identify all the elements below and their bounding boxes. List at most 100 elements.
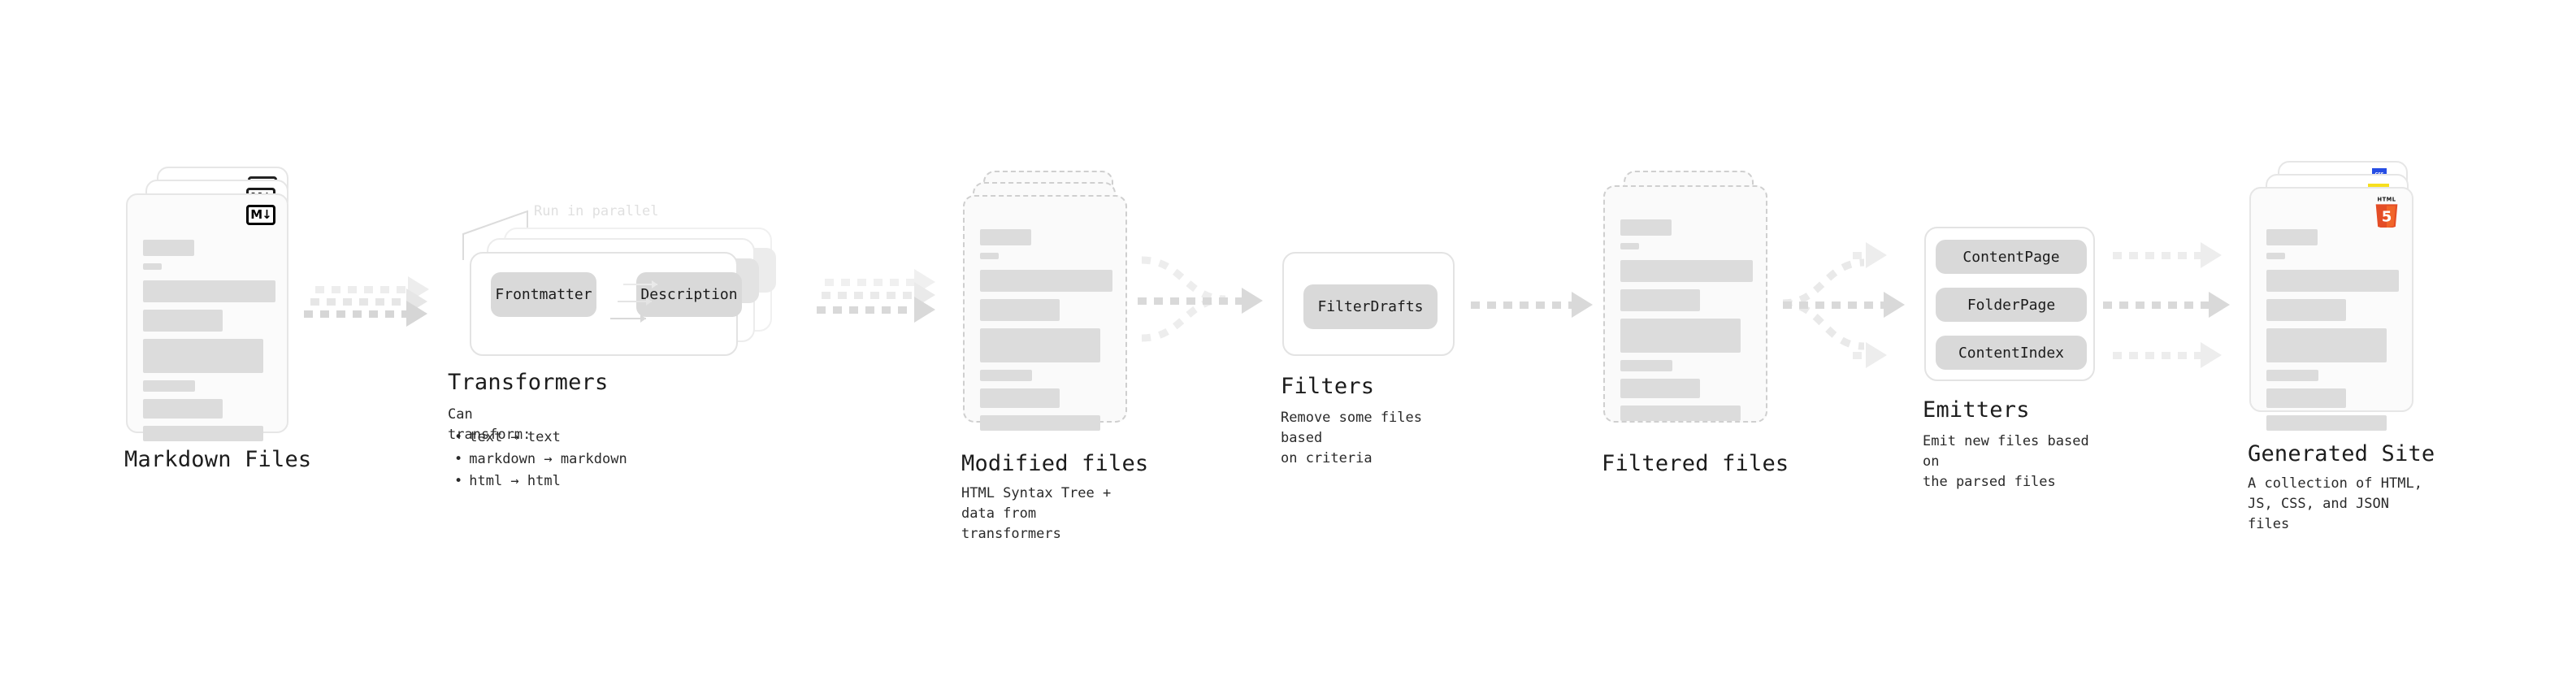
stage-subtitle-filters: Remove some files based on criteria xyxy=(1281,410,1422,466)
filter-chip-filterdrafts[interactable]: FilterDrafts xyxy=(1303,284,1438,329)
arrow-middle xyxy=(2103,292,2237,318)
stage-title-filters: Filters xyxy=(1281,374,1375,399)
skeleton-bar xyxy=(980,253,999,259)
skeleton-bar xyxy=(143,240,194,256)
arrow-shaft xyxy=(304,310,408,318)
arrow-shaft xyxy=(1783,301,1885,309)
skeleton-bar xyxy=(1620,219,1672,236)
list-item: html → html xyxy=(448,471,627,492)
transformer-chip-frontmatter[interactable]: Frontmatter xyxy=(491,272,596,317)
transformer-capability-list: text → text markdown → markdown html → h… xyxy=(448,427,627,492)
arrow-bottom xyxy=(2113,342,2235,368)
emitter-chip-contentindex[interactable]: ContentIndex xyxy=(1936,336,2087,370)
arrow-head xyxy=(2209,292,2230,318)
skeleton-bar xyxy=(1620,406,1741,421)
transformer-panel-front: Frontmatter Description xyxy=(470,252,742,356)
skeleton-bar xyxy=(980,229,1031,245)
emitter-chip-contentpage[interactable]: ContentPage xyxy=(1936,240,2087,274)
list-item: markdown → markdown xyxy=(448,449,627,471)
skeleton-bar xyxy=(143,380,195,392)
stage-emitters: ContentPage FolderPage ContentIndex Emit… xyxy=(1923,227,2095,490)
skeleton-bar xyxy=(1620,289,1700,311)
skeleton-bar xyxy=(2266,370,2318,381)
filtered-file-stack xyxy=(1603,171,1782,439)
arrow-shaft xyxy=(822,292,916,299)
filtered-card-front xyxy=(1603,185,1767,423)
markdown-card-front: M↓ xyxy=(126,193,288,441)
arrow-top xyxy=(2113,242,2235,268)
skeleton-bar xyxy=(143,426,263,441)
arrow-main xyxy=(817,297,940,323)
arrow-shaft xyxy=(2113,252,2202,259)
skeleton-bar xyxy=(980,388,1060,408)
arrow-head xyxy=(1572,292,1593,318)
skeleton-bar xyxy=(143,310,223,332)
generated-card-html: HTML 5 xyxy=(2249,187,2413,431)
arrow-head xyxy=(1866,342,1887,368)
stage-title-markdown-files: Markdown Files xyxy=(124,447,312,472)
stage-title-generated-site: Generated Site xyxy=(2248,441,2435,466)
arrow-branch-top xyxy=(1853,242,1950,268)
stage-generated-site: CSS HTML 5 xyxy=(2248,161,2436,532)
skeleton-bar xyxy=(980,270,1112,292)
arrow-shaft xyxy=(315,286,410,293)
arrow-shaft xyxy=(817,306,916,314)
skeleton-bar xyxy=(1620,243,1639,249)
arrow-shaft xyxy=(1471,301,1573,309)
stage-filters: FilterDrafts Filters Remove some files b… xyxy=(1281,252,1455,466)
skeleton-bar xyxy=(1620,319,1741,353)
arrow-filters-to-filtered xyxy=(1471,292,1601,318)
stage-title-transformers: Transformers xyxy=(448,370,609,395)
arrow-shaft xyxy=(310,298,408,306)
markdown-icon: M↓ xyxy=(246,205,275,225)
arrow-head xyxy=(1866,242,1887,268)
skeleton-bar xyxy=(980,415,1100,431)
stage-subtitle-generated-site: A collection of HTML, JS, CSS, and JSON … xyxy=(2248,475,2422,532)
arrow-head xyxy=(2201,342,2222,368)
arrow-head xyxy=(2201,242,2222,268)
generated-skeleton-lines xyxy=(2266,229,2399,438)
list-item: text → text xyxy=(448,427,627,449)
arrow-shaft xyxy=(1853,252,1867,259)
stage-filtered-files: Filtered files xyxy=(1602,171,1789,476)
arrow-main xyxy=(1138,288,1268,314)
modified-card-front xyxy=(963,195,1127,431)
skeleton-bar xyxy=(2266,270,2399,292)
arrow-shaft xyxy=(1853,352,1867,359)
stage-subtitle-emitters: Emit new files based on the parsed files xyxy=(1923,433,2089,490)
skeleton-bar xyxy=(143,399,223,419)
arrow-branch-middle xyxy=(1783,292,1913,318)
skeleton-bar xyxy=(2266,415,2387,431)
stage-markdown-files: M↓ M↓ M↓ Markdown F xyxy=(124,167,321,472)
arrow-head xyxy=(914,297,935,323)
svg-text:HTML: HTML xyxy=(2378,197,2396,203)
skeleton-bar xyxy=(980,370,1032,381)
arrow-head xyxy=(1242,288,1263,314)
skeleton-bar xyxy=(143,280,275,302)
skeleton-bar xyxy=(143,339,263,373)
emitter-chip-folderpage[interactable]: FolderPage xyxy=(1936,288,2087,322)
markdown-skeleton-lines xyxy=(143,240,275,449)
arrow-branch-bottom xyxy=(1853,342,1950,368)
stage-modified-files: Modified files HTML Syntax Tree + data f… xyxy=(961,171,1148,542)
arrow-shaft xyxy=(825,279,916,286)
skeleton-bar xyxy=(980,299,1060,321)
arrow-head xyxy=(1884,292,1905,318)
modified-skeleton-lines xyxy=(980,229,1112,438)
html5-icon: HTML 5 xyxy=(2375,197,2398,228)
arrow-shaft xyxy=(1138,297,1243,305)
stage-subtitle-modified-files: HTML Syntax Tree + data from transformer… xyxy=(961,485,1112,542)
filtered-skeleton-lines xyxy=(1620,219,1753,428)
skeleton-bar xyxy=(980,328,1100,362)
generated-site-stack: CSS HTML 5 xyxy=(2249,161,2436,437)
markdown-file-stack: M↓ M↓ M↓ xyxy=(126,167,321,441)
skeleton-bar xyxy=(1620,360,1672,371)
arrow-shaft xyxy=(2113,352,2202,359)
transformer-chip-description[interactable]: Description xyxy=(636,272,742,317)
skeleton-bar xyxy=(1620,260,1753,282)
arrow-main xyxy=(304,301,434,327)
arrow-head xyxy=(406,301,427,327)
skeleton-bar xyxy=(2266,253,2285,259)
emitters-panel: ContentPage FolderPage ContentIndex xyxy=(1924,227,2095,381)
